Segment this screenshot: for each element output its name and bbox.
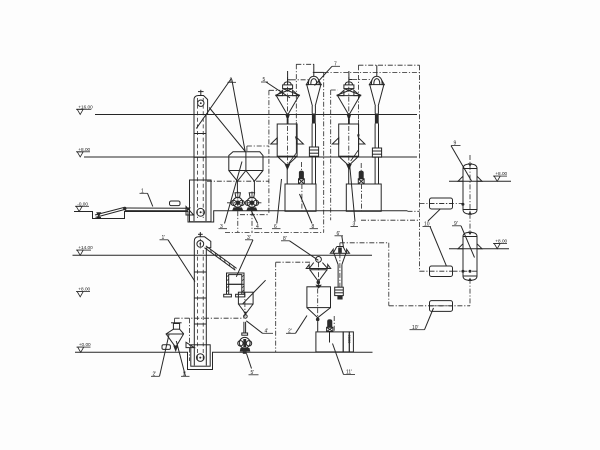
svg-text:+8.00: +8.00 xyxy=(495,171,507,176)
svg-text:9': 9' xyxy=(454,221,458,227)
svg-text:3000: 3000 xyxy=(347,335,352,345)
svg-text:6': 6' xyxy=(337,231,341,237)
svg-text:+8.00: +8.00 xyxy=(78,147,90,152)
svg-text:10: 10 xyxy=(424,222,430,228)
svg-text:+8.00: +8.00 xyxy=(495,239,507,244)
svg-text:2': 2' xyxy=(288,328,292,334)
svg-text:2': 2' xyxy=(153,371,157,377)
svg-text:7: 7 xyxy=(334,61,337,67)
svg-text:8': 8' xyxy=(283,236,287,242)
svg-text:+8.00: +8.00 xyxy=(78,287,90,292)
svg-text:6: 6 xyxy=(274,224,277,230)
svg-text:-0.00: -0.00 xyxy=(77,201,88,206)
svg-text:1: 1 xyxy=(141,188,144,194)
svg-text:10': 10' xyxy=(412,325,419,331)
svg-text:4': 4' xyxy=(265,328,269,334)
svg-text:1': 1' xyxy=(183,371,187,377)
svg-text:9: 9 xyxy=(454,141,457,147)
svg-text:5: 5 xyxy=(263,77,266,83)
svg-text:+16.00: +16.00 xyxy=(78,104,93,109)
svg-text:1': 1' xyxy=(162,235,166,241)
svg-text:3': 3' xyxy=(247,235,251,241)
svg-text:3: 3 xyxy=(220,224,223,230)
svg-text:8: 8 xyxy=(312,224,315,230)
svg-text:5': 5' xyxy=(251,370,255,376)
svg-text:2: 2 xyxy=(230,77,233,83)
svg-text:4: 4 xyxy=(256,224,259,230)
svg-text:+0.00: +0.00 xyxy=(79,342,91,347)
svg-text:3: 3 xyxy=(353,222,356,228)
svg-text:+14.00: +14.00 xyxy=(78,245,93,250)
svg-text:11': 11' xyxy=(346,370,352,376)
